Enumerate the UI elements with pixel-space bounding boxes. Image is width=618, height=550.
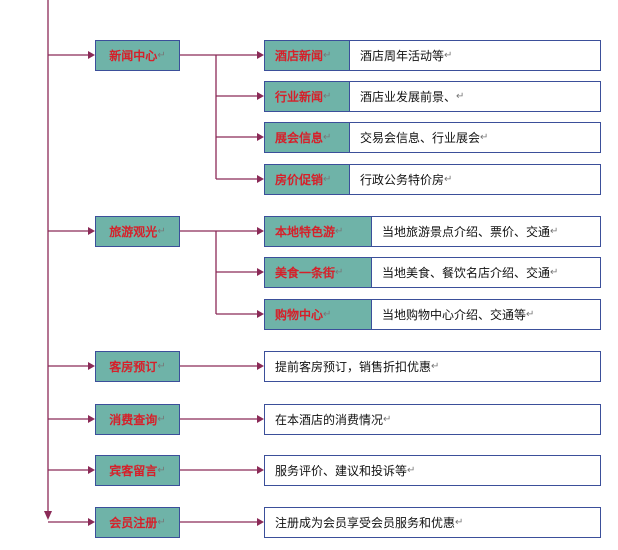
node-food-street-label: 美食一条街 xyxy=(275,266,336,280)
connector-arrow xyxy=(48,466,95,474)
desc-room-booking-text: 提前客房预订，销售折扣优惠 xyxy=(275,360,432,374)
node-hotel-news-label: 酒店新闻 xyxy=(275,49,324,63)
connector-arrow xyxy=(216,133,264,141)
para-mark-icon: ↵ xyxy=(444,50,453,61)
node-local-tour-label: 本地特色游 xyxy=(275,225,336,239)
node-exhibition-info[interactable]: 展会信息↵ xyxy=(264,122,350,153)
para-mark-icon: ↵ xyxy=(456,91,465,102)
trunk-arrow-icon xyxy=(44,511,52,520)
desc-guest-message: 服务评价、建议和投诉等↵ xyxy=(264,455,601,486)
connector-arrow xyxy=(48,51,95,59)
desc-member-register: 注册成为会员享受会员服务和优惠↵ xyxy=(264,507,601,538)
connector-arrow xyxy=(48,227,95,235)
node-consumption-query[interactable]: 消费查询↵ xyxy=(95,404,180,435)
desc-shopping-center-text: 当地购物中心介绍、交通等 xyxy=(382,308,527,322)
node-guest-message[interactable]: 宾客留言↵ xyxy=(95,455,180,486)
para-mark-icon: ↵ xyxy=(157,361,166,372)
connector-arrow xyxy=(48,518,95,526)
para-mark-icon: ↵ xyxy=(157,465,166,476)
node-industry-news-label: 行业新闻 xyxy=(275,90,324,104)
connector-arrow xyxy=(180,466,264,474)
node-news-center-label: 新闻中心 xyxy=(109,49,158,63)
node-consumption-query-label: 消费查询 xyxy=(109,413,158,427)
connector-arrow xyxy=(216,175,264,183)
desc-guest-message-text: 服务评价、建议和投诉等 xyxy=(275,464,408,478)
para-mark-icon: ↵ xyxy=(431,361,440,372)
node-local-tour[interactable]: 本地特色游↵ xyxy=(264,216,372,247)
desc-room-promo-text: 行政公务特价房 xyxy=(360,173,445,187)
desc-hotel-news: 酒店周年活动等↵ xyxy=(349,40,601,71)
node-room-promo[interactable]: 房价促销↵ xyxy=(264,164,350,195)
connector-arrow xyxy=(180,362,264,370)
connector-arrow xyxy=(216,51,264,59)
node-tourism-label: 旅游观光 xyxy=(109,225,158,239)
desc-consumption-query: 在本酒店的消费情况↵ xyxy=(264,404,601,435)
desc-shopping-center: 当地购物中心介绍、交通等↵ xyxy=(371,299,601,330)
node-tourism[interactable]: 旅游观光↵ xyxy=(95,216,180,247)
desc-food-street: 当地美食、餐饮名店介绍、交通↵ xyxy=(371,257,601,288)
para-mark-icon: ↵ xyxy=(480,132,489,143)
desc-room-promo: 行政公务特价房↵ xyxy=(349,164,601,195)
para-mark-icon: ↵ xyxy=(157,517,166,528)
para-mark-icon: ↵ xyxy=(323,132,332,143)
connector-arrow xyxy=(216,310,264,318)
para-mark-icon: ↵ xyxy=(550,267,559,278)
connector-arrow xyxy=(216,92,264,100)
node-member-register-label: 会员注册 xyxy=(109,516,158,530)
desc-local-tour: 当地旅游景点介绍、票价、交通↵ xyxy=(371,216,601,247)
node-industry-news[interactable]: 行业新闻↵ xyxy=(264,81,350,112)
node-shopping-center-label: 购物中心 xyxy=(275,308,324,322)
para-mark-icon: ↵ xyxy=(455,517,464,528)
node-shopping-center[interactable]: 购物中心↵ xyxy=(264,299,372,330)
desc-consumption-query-text: 在本酒店的消费情况 xyxy=(275,413,384,427)
para-mark-icon: ↵ xyxy=(335,267,344,278)
connector-arrow xyxy=(180,518,264,526)
para-mark-icon: ↵ xyxy=(323,50,332,61)
desc-room-booking: 提前客房预订，销售折扣优惠↵ xyxy=(264,351,601,382)
node-news-center[interactable]: 新闻中心↵ xyxy=(95,40,180,71)
node-room-promo-label: 房价促销 xyxy=(275,173,324,187)
node-food-street[interactable]: 美食一条街↵ xyxy=(264,257,372,288)
para-mark-icon: ↵ xyxy=(323,309,332,320)
desc-local-tour-text: 当地旅游景点介绍、票价、交通 xyxy=(382,225,551,239)
node-room-booking-label: 客房预订 xyxy=(109,360,158,374)
desc-industry-news: 酒店业发展前景、↵ xyxy=(349,81,601,112)
para-mark-icon: ↵ xyxy=(157,414,166,425)
para-mark-icon: ↵ xyxy=(407,465,416,476)
para-mark-icon: ↵ xyxy=(526,309,535,320)
desc-member-register-text: 注册成为会员享受会员服务和优惠 xyxy=(275,516,456,530)
node-member-register[interactable]: 会员注册↵ xyxy=(95,507,180,538)
connector-arrow xyxy=(48,415,95,423)
para-mark-icon: ↵ xyxy=(157,226,166,237)
connector-arrow xyxy=(216,268,264,276)
desc-food-street-text: 当地美食、餐饮名店介绍、交通 xyxy=(382,266,551,280)
node-room-booking[interactable]: 客房预订↵ xyxy=(95,351,180,382)
desc-exhibition-info: 交易会信息、行业展会↵ xyxy=(349,122,601,153)
desc-industry-news-text: 酒店业发展前景、 xyxy=(360,90,457,104)
para-mark-icon: ↵ xyxy=(444,174,453,185)
node-exhibition-info-label: 展会信息 xyxy=(275,131,324,145)
para-mark-icon: ↵ xyxy=(383,414,392,425)
connector-arrow xyxy=(216,227,264,235)
para-mark-icon: ↵ xyxy=(335,226,344,237)
desc-exhibition-info-text: 交易会信息、行业展会 xyxy=(360,131,481,145)
node-guest-message-label: 宾客留言 xyxy=(109,464,158,478)
para-mark-icon: ↵ xyxy=(323,174,332,185)
para-mark-icon: ↵ xyxy=(323,91,332,102)
para-mark-icon: ↵ xyxy=(550,226,559,237)
connector-arrow xyxy=(180,415,264,423)
node-hotel-news[interactable]: 酒店新闻↵ xyxy=(264,40,350,71)
para-mark-icon: ↵ xyxy=(157,50,166,61)
desc-hotel-news-text: 酒店周年活动等 xyxy=(360,49,445,63)
connector-arrow xyxy=(48,362,95,370)
